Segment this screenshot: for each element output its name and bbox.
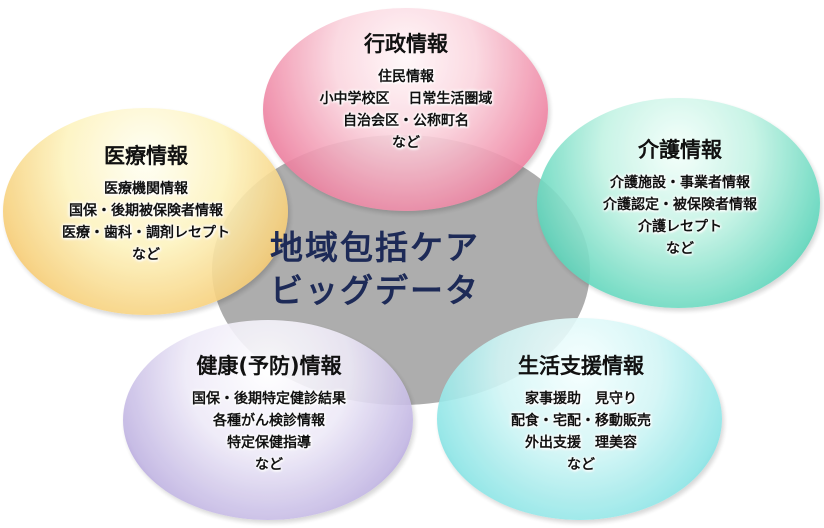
gyosei-item: 小中学校区 日常生活圏域 — [319, 91, 493, 107]
kaigo-item: 介護施設・事業者情報 — [610, 175, 750, 191]
kaigo-item: 介護レセプト — [638, 219, 722, 235]
iryo-title: 医療情報 — [104, 144, 188, 168]
seikatsu-item: 配食・宅配・移動販売 — [511, 413, 651, 429]
gyosei-item: 自治会区・公称町名 — [343, 113, 469, 129]
kenko-circle — [123, 320, 413, 520]
center-title: 地域包括ケア ビッグデータ — [215, 226, 535, 312]
gyosei-item: 住民情報 — [378, 69, 434, 85]
center-title-line2: ビッグデータ — [270, 271, 480, 310]
seikatsu-circle — [437, 318, 722, 520]
seikatsu-item: など — [567, 457, 595, 473]
iryo-item: 国保・後期被保険者情報 — [69, 203, 223, 219]
gyosei-label: 行政情報 住民情報 小中学校区 日常生活圏域 自治会区・公称町名 など — [265, 30, 547, 154]
iryo-item: など — [132, 247, 160, 263]
seikatsu-title: 生活支援情報 — [518, 354, 644, 378]
iryo-circle — [3, 108, 288, 315]
kenko-title: 健康(予防)情報 — [196, 354, 342, 378]
gyosei-title: 行政情報 — [364, 32, 448, 56]
kenko-item: 各種がん検診情報 — [213, 413, 325, 429]
kenko-label: 健康(予防)情報 国保・後期特定健診結果 各種がん検診情報 特定保健指導 など — [125, 352, 413, 476]
gyosei-item: など — [392, 135, 420, 151]
kaigo-title: 介護情報 — [638, 138, 722, 162]
iryo-label: 医療情報 医療機関情報 国保・後期被保険者情報 医療・歯科・調剤レセプト など — [5, 142, 287, 266]
iryo-item: 医療機関情報 — [104, 181, 188, 197]
kaigo-item: 介護認定・被保険者情報 — [603, 197, 757, 213]
kaigo-item: など — [666, 241, 694, 257]
kenko-item: 特定保健指導 — [227, 435, 311, 451]
center-title-line1: 地域包括ケア — [270, 228, 480, 267]
kenko-item: など — [255, 457, 283, 473]
iryo-item: 医療・歯科・調剤レセプト — [62, 225, 230, 241]
gyosei-circle — [263, 8, 548, 211]
kenko-item: 国保・後期特定健診結果 — [192, 391, 346, 407]
kaigo-circle — [537, 98, 820, 308]
seikatsu-label: 生活支援情報 家事援助 見守り 配食・宅配・移動販売 外出支援 理美容 など — [440, 352, 722, 476]
seikatsu-item: 外出支援 理美容 — [525, 435, 637, 451]
kaigo-label: 介護情報 介護施設・事業者情報 介護認定・被保険者情報 介護レセプト など — [540, 136, 820, 260]
seikatsu-item: 家事援助 見守り — [525, 391, 637, 407]
